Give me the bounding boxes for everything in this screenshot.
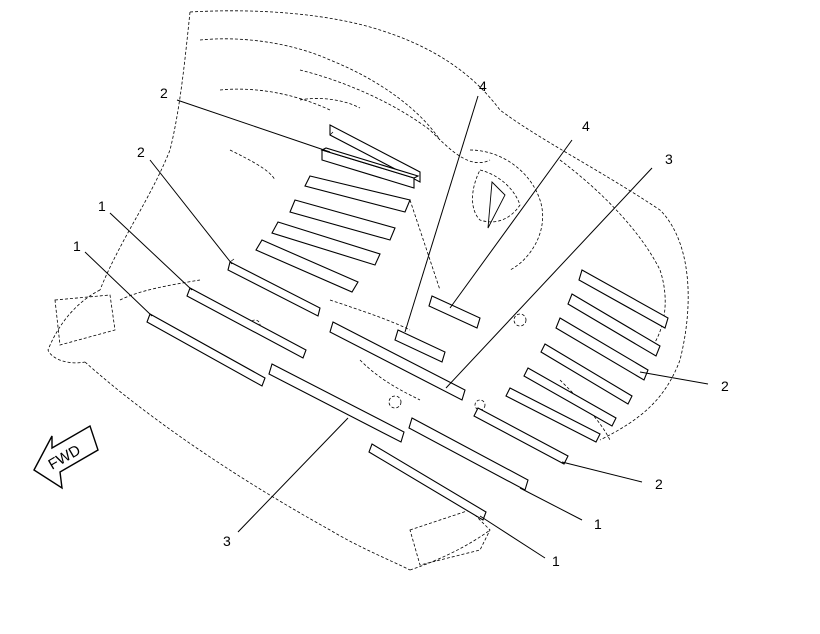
- callout-label: 3: [665, 151, 673, 167]
- callout-labels: 2 2 1 1 4 4 3 2 2 1 1 3: [73, 78, 729, 569]
- callout-label: 2: [655, 476, 663, 492]
- pad-center-4: [394, 329, 446, 363]
- callout-label: 1: [73, 238, 81, 254]
- pad-upper-left-1: [329, 124, 421, 183]
- callout-label: 3: [223, 533, 231, 549]
- pad-right-1: [578, 269, 669, 329]
- callout-label: 2: [137, 144, 145, 160]
- pad-left-callout-1b: [146, 313, 266, 387]
- pad-left-callout-1a: [186, 287, 307, 359]
- pad-right-2: [567, 293, 661, 357]
- pad-upper-left-2: [320, 147, 420, 189]
- pad-right-4: [540, 343, 633, 405]
- pad-left-callout-2: [227, 258, 321, 317]
- pad-lower-center-3: [268, 363, 405, 443]
- callout-label: 1: [98, 198, 106, 214]
- pad-center-3: [329, 321, 466, 401]
- callout-label: 2: [721, 378, 729, 394]
- pad-lower-right-1b: [368, 443, 487, 521]
- pad-center-4b: [428, 295, 481, 329]
- pad-upper-left-3: [304, 175, 411, 213]
- callout-label: 2: [160, 85, 168, 101]
- pad-upper-left-6: [255, 239, 359, 293]
- floor-pads: [146, 124, 669, 521]
- pad-right-3: [555, 317, 649, 381]
- pad-right-5: [523, 367, 617, 427]
- callout-label: 4: [479, 78, 487, 94]
- pad-right-7: [473, 407, 569, 465]
- leader-lines: [84, 95, 709, 559]
- forward-direction-arrow: FWD: [33, 424, 99, 490]
- cab-structure-outline: [47, 10, 689, 571]
- pad-upper-left-5: [271, 221, 381, 266]
- pad-upper-left-4: [289, 199, 396, 241]
- callout-label: 1: [594, 516, 602, 532]
- pad-lower-right-1a: [408, 417, 529, 491]
- pad-right-6: [505, 387, 601, 443]
- callout-label: 4: [582, 118, 590, 134]
- callout-label: 1: [552, 553, 560, 569]
